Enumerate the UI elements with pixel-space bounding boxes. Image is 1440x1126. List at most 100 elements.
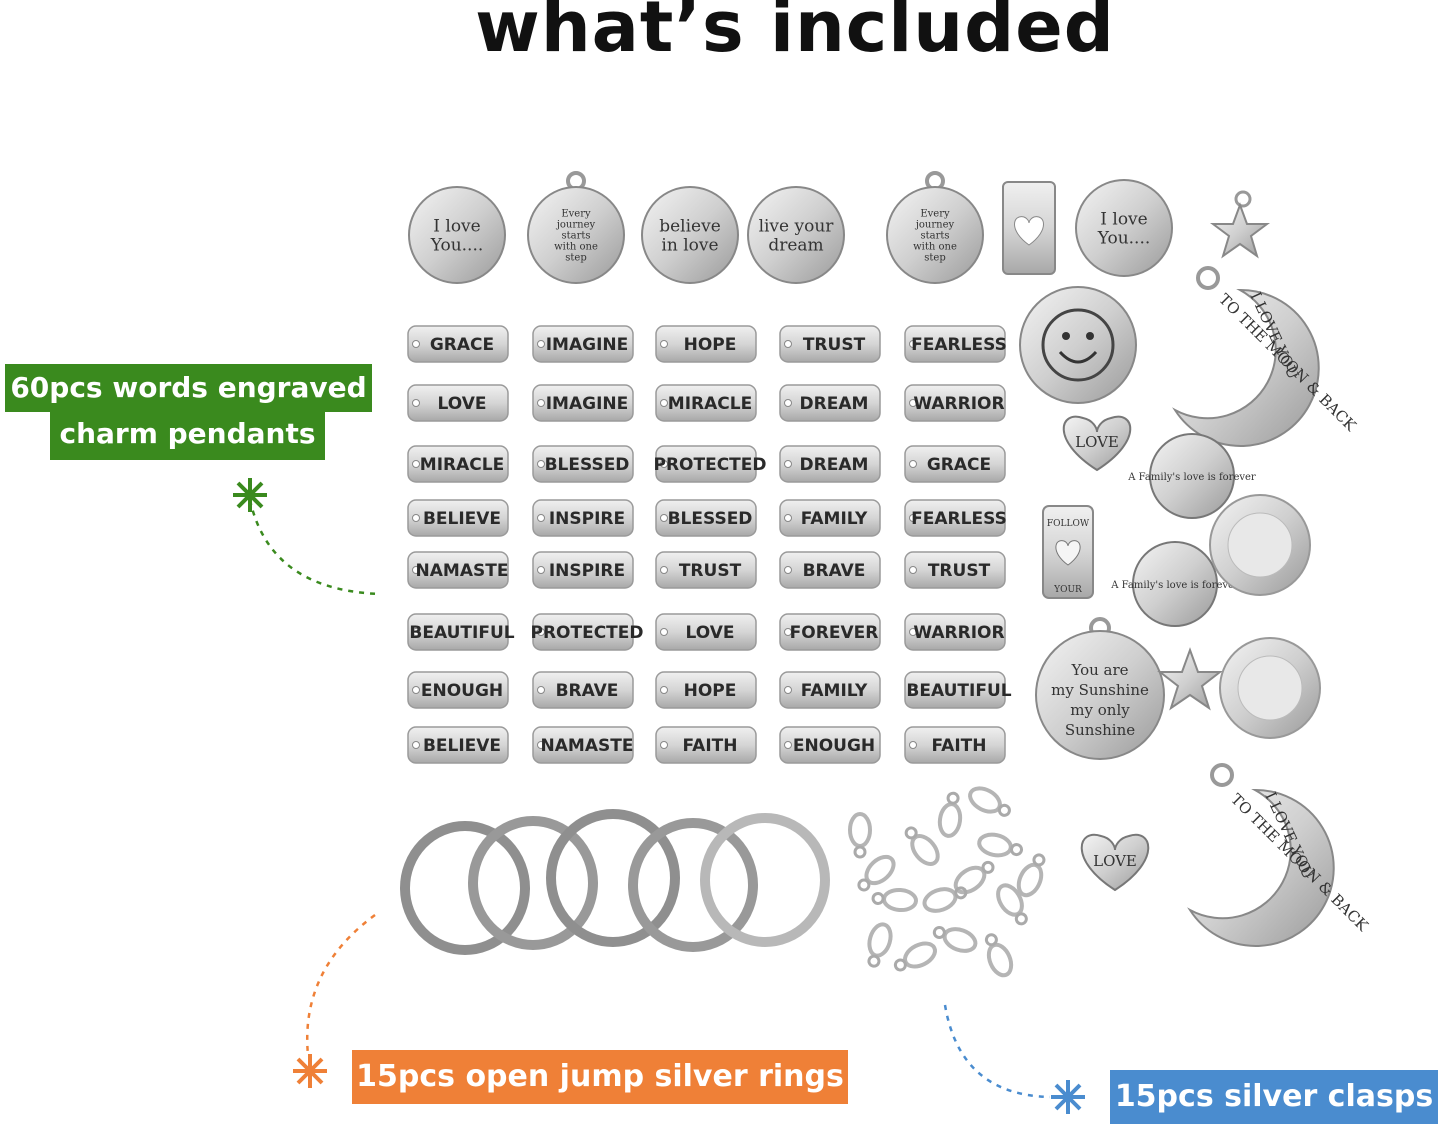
word-tag: FAMILY [779,499,881,537]
blue-asterisk-icon [1051,1080,1085,1114]
word-tag: INSPIRE [532,499,634,537]
lobster-clasp [937,791,963,838]
follow-text-2: YOUR [1053,585,1082,595]
orange-connector [306,913,376,1056]
word-tag: TRUST [655,551,757,589]
word-tag: FEARLESS [904,325,1007,363]
word-tag: BLESSED [532,445,634,483]
word-tag: BELIEVE [407,726,509,764]
word-tag: BRAVE [532,671,634,709]
round-charm-text: journey [915,220,955,231]
word-tag: DREAM [779,384,881,422]
green-asterisk-icon [233,478,267,512]
word-tag: GRACE [904,445,1006,483]
follow-text: FOLLOW [1047,519,1090,529]
word-tag: IMAGINE [532,384,634,422]
word-tag: BRAVE [779,551,881,589]
round-charm-text: journey [556,220,596,231]
word-tag-text: BELIEVE [423,736,501,756]
word-tag: TRUST [779,325,881,363]
lobster-clasp [968,786,1011,817]
round-charm: I loveYou.... [408,186,506,284]
word-tag: FAITH [904,726,1006,764]
word-tag-text: BLESSED [545,455,630,475]
lobster-clasp [922,886,968,913]
blue-connector [943,1004,1051,1099]
sunshine-charm: You are my Sunshine my only Sunshine [1035,617,1165,760]
sunshine-line-3: my only [1070,701,1130,719]
word-tag: HOPE [655,325,757,363]
blank-disc-1 [1209,494,1311,596]
word-tag-text: GRACE [430,335,494,355]
lobster-clasp [953,860,995,895]
word-tag: ENOUGH [779,726,881,764]
word-tag-text: WARRIOR [913,394,1004,414]
words-label-line-2: charm pendants [50,412,325,460]
round-charm-text: in love [661,235,718,255]
word-tag-text: BRAVE [803,561,866,581]
moon-charm-bottom: TO THE MOON & BACK I LOVE YOU [1189,763,1372,947]
lobster-clasp [1016,853,1046,898]
sunshine-line-4: Sunshine [1065,721,1135,739]
round-charm-text: with one [554,242,598,253]
round-charm-text: live your [759,217,835,237]
word-tag-text: INSPIRE [549,509,625,529]
family-text-2: A Family's love is forever [1110,580,1239,591]
word-tag-text: FEARLESS [911,335,1007,355]
moon-charm-top: TO THE MOON & BACK I LOVE YOU [1174,266,1360,447]
word-tag-text: TRUST [803,335,866,355]
lobster-clasp [871,887,918,913]
word-tag: LOVE [655,613,757,651]
word-tag-text: HOPE [684,681,737,701]
word-tag-text: PROTECTED [530,623,643,643]
word-tag-text: TRUST [679,561,742,581]
word-tag-text: PROTECTED [653,455,766,475]
word-tag-text: ENOUGH [421,681,503,701]
word-tag-text: ENOUGH [793,736,875,756]
round-charm-text: You.... [1097,228,1151,248]
word-tag-text: DREAM [800,455,869,475]
lobster-clasp [996,883,1028,926]
word-tag-text: IMAGINE [546,394,629,414]
orange-asterisk-icon [293,1054,327,1088]
heart-text: LOVE [1075,433,1119,451]
word-tag: TRUST [904,551,1006,589]
lobster-clasp [932,925,978,953]
sun-charm [1019,286,1137,404]
word-tag: BLESSED [655,499,757,537]
word-tag-text: GRACE [927,455,991,475]
word-tag-text: NAMASTE [541,736,634,756]
lobster-clasp [848,812,872,859]
blank-disc-2 [1219,637,1321,739]
word-tag: MIRACLE [407,445,509,483]
word-tag: FOREVER [779,613,881,651]
word-tag-text: INSPIRE [549,561,625,581]
word-tag: DREAM [779,445,881,483]
lobster-clasp [977,832,1024,858]
word-tag: LOVE [407,384,509,422]
green-connector [248,499,381,596]
word-tag: NAMASTE [532,726,634,764]
heart-text-2: LOVE [1093,852,1137,870]
word-tag-text: NAMASTE [416,561,509,581]
word-tag: INSPIRE [532,551,634,589]
word-tag-text: LOVE [438,394,487,414]
word-tag: FEARLESS [904,499,1007,537]
word-tag-text: FEARLESS [911,509,1007,529]
word-tag-text: BLESSED [668,509,753,529]
round-charm-text: step [924,253,945,264]
word-tag-text: LOVE [686,623,735,643]
round-charm-text: believe [659,217,721,237]
star-charm-middle [1157,647,1223,711]
round-charm-text: dream [768,235,823,255]
family-charm-top: A Family's love is forever [1127,433,1256,519]
word-tag: WARRIOR [904,613,1006,651]
round-charm-text: You.... [430,235,484,255]
